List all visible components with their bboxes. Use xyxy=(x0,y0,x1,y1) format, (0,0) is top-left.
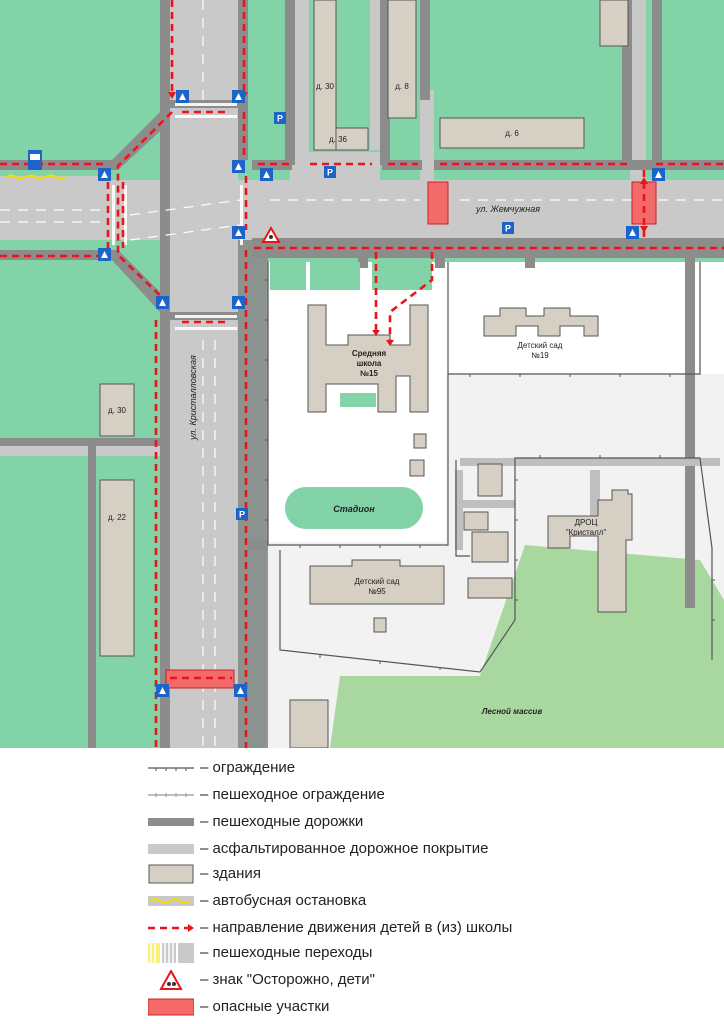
parking-icon: P xyxy=(324,166,336,178)
street-labels: ул. Жемчужная ул. Кристалловская xyxy=(188,204,540,441)
school-walkways xyxy=(455,458,720,550)
bus-stop-marking xyxy=(5,174,67,180)
legend-label: – автобусная остановка xyxy=(200,892,367,909)
legend-item-fence: – ограждение xyxy=(148,758,708,782)
legend-item-buildings: – здания xyxy=(148,864,708,888)
building-label: д. 30 xyxy=(108,406,127,415)
school-label: Средняя xyxy=(352,349,387,358)
facility-labels: Средняя школа №15 Детский сад №19 Детски… xyxy=(352,341,607,716)
crosswalk-sign-icon xyxy=(232,296,245,309)
fence-ticks xyxy=(265,279,715,670)
legend-item-ped-fence: – пешеходное ограждение xyxy=(148,785,708,809)
legend-item-sign: – знак "Осторожно, дети" xyxy=(148,970,708,994)
kindergarten-19-label: №19 xyxy=(531,351,549,360)
legend-item-bus-stop: – автобусная остановка xyxy=(148,891,708,915)
legend-item-danger: – опасные участки xyxy=(148,997,708,1021)
parking-signs: P P P P xyxy=(236,112,514,520)
svg-text:P: P xyxy=(239,510,245,520)
kindergarten-19-label: Детский сад xyxy=(518,341,563,350)
asphalt-symbol xyxy=(148,844,194,854)
danger-symbol xyxy=(148,998,194,1016)
school-route-map: Стадион xyxy=(0,0,724,748)
bus-stop-icon xyxy=(28,150,42,170)
legend-item-crossings: – пешеходные переходы xyxy=(148,943,708,967)
building-label: д. 30 xyxy=(316,82,335,91)
crosswalk-sign-icon xyxy=(156,684,169,697)
asphalt-roads xyxy=(0,0,724,748)
fences xyxy=(267,262,713,673)
crosswalk-sign-icon xyxy=(232,90,245,103)
buildings xyxy=(99,0,633,748)
street-label-kristallovskaya: ул. Кристалловская xyxy=(188,355,198,441)
school-grass xyxy=(270,262,432,407)
crosswalk-sign-icon xyxy=(652,168,665,181)
kindergarten-95-label: №95 xyxy=(368,587,386,596)
stadium-label: Стадион xyxy=(333,504,375,514)
droc-label: ДРОЦ xyxy=(575,518,598,527)
stadium: Стадион xyxy=(283,485,425,531)
legend-label: – пешеходное ограждение xyxy=(200,786,385,803)
building-label: д. 36 xyxy=(329,135,348,144)
legend-item-footpath: – пешеходные дорожки xyxy=(148,812,708,836)
school-label: школа xyxy=(357,359,382,368)
bus-stop-symbol xyxy=(148,896,194,906)
crosswalk-sign-icon xyxy=(98,248,111,261)
legend-label: – пешеходные дорожки xyxy=(200,813,364,830)
crosswalk-sign-icon xyxy=(98,168,111,181)
crossing-symbol xyxy=(148,943,194,963)
legend-label: – здания xyxy=(200,865,261,882)
crosswalk-sign-icon xyxy=(234,684,247,697)
crosswalk-sign-icon xyxy=(232,226,245,239)
school-label: №15 xyxy=(360,369,378,378)
crosswalk-sign-icon xyxy=(176,90,189,103)
ped-fence-symbol xyxy=(148,793,194,797)
caution-children-legend-icon xyxy=(159,970,183,990)
legend-label: – опасные участки xyxy=(200,998,330,1015)
legend-item-asphalt: – асфальтированное дорожное покрытие xyxy=(148,839,708,863)
building-labels: д. 30 д. 8 д. 36 д. 6 д. 30 д. 22 xyxy=(108,82,519,522)
route-symbol xyxy=(148,924,194,932)
building-label: д. 6 xyxy=(505,129,519,138)
fence-symbol xyxy=(148,767,194,771)
parking-icon: P xyxy=(274,112,286,124)
danger-zone-zhemchuzhnaya xyxy=(427,181,449,225)
legend-label: – пешеходные переходы xyxy=(200,944,373,961)
route-arrows xyxy=(168,92,648,346)
svg-text:P: P xyxy=(327,168,333,178)
legend-label: – асфальтированное дорожное покрытие xyxy=(200,840,489,857)
crosswalk-sign-icon xyxy=(260,168,273,181)
crosswalk-sign-icon xyxy=(232,160,245,173)
street-label-zhemchuzhnaya: ул. Жемчужная xyxy=(475,204,540,214)
legend-label: – ограждение xyxy=(200,759,296,776)
zebra-crossings xyxy=(112,103,243,330)
legend-label: – направление движения детей в (из) школ… xyxy=(200,919,513,936)
building-label: д. 22 xyxy=(108,513,127,522)
child-routes xyxy=(0,0,724,748)
road-markings xyxy=(0,0,724,748)
droc-label: "Кристалл" xyxy=(566,528,607,537)
parking-icon: P xyxy=(502,222,514,234)
forest-label: Лесной массив xyxy=(481,707,542,716)
svg-text:P: P xyxy=(505,224,511,234)
building-label: д. 8 xyxy=(395,82,409,91)
caution-children-sign-icon xyxy=(261,225,281,243)
legend-item-route: – направление движения детей в (из) школ… xyxy=(148,918,708,942)
parking-icon: P xyxy=(236,508,248,520)
footpath-symbol xyxy=(148,818,194,826)
crosswalk-sign-icon xyxy=(626,226,639,239)
legend-label: – знак "Осторожно, дети" xyxy=(200,971,375,988)
building-symbol xyxy=(148,864,194,884)
kindergarten-95-label: Детский сад xyxy=(355,577,400,586)
crosswalk-sign-icon xyxy=(156,296,169,309)
svg-text:P: P xyxy=(277,114,283,124)
crosswalk-signs xyxy=(98,90,665,697)
map-legend: – ограждение – пешеходное ограждение – п… xyxy=(0,748,724,1024)
